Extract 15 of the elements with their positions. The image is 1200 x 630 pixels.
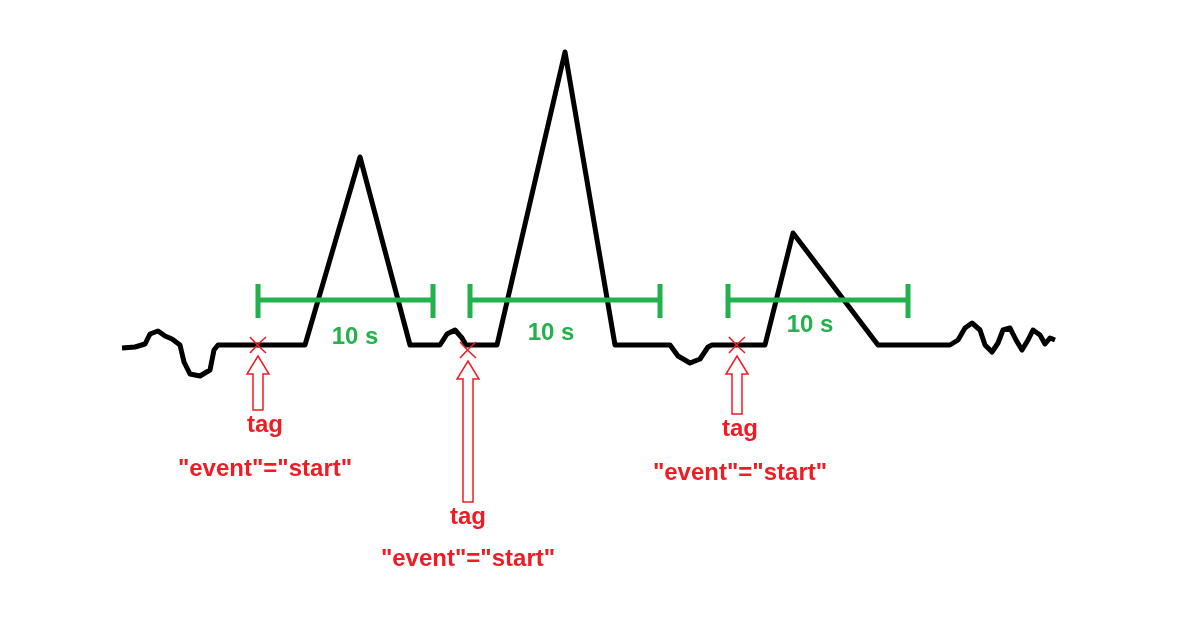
cross-mark xyxy=(247,334,269,356)
tag-label: tag xyxy=(247,410,283,438)
tag-label: tag xyxy=(450,502,486,530)
event-label: "event"="start" xyxy=(380,544,556,572)
cross-mark xyxy=(726,334,748,356)
duration-label: 10 s xyxy=(527,318,575,346)
tag-label: tag xyxy=(722,414,758,442)
duration-label: 10 s xyxy=(331,322,379,350)
hollow-arrow xyxy=(245,354,271,411)
cross-mark xyxy=(457,339,479,361)
event-label: "event"="start" xyxy=(177,454,353,482)
duration-label: 10 s xyxy=(786,310,834,338)
hollow-arrow xyxy=(455,359,481,503)
event-label: "event"="start" xyxy=(652,458,828,486)
hollow-arrow xyxy=(724,354,750,415)
